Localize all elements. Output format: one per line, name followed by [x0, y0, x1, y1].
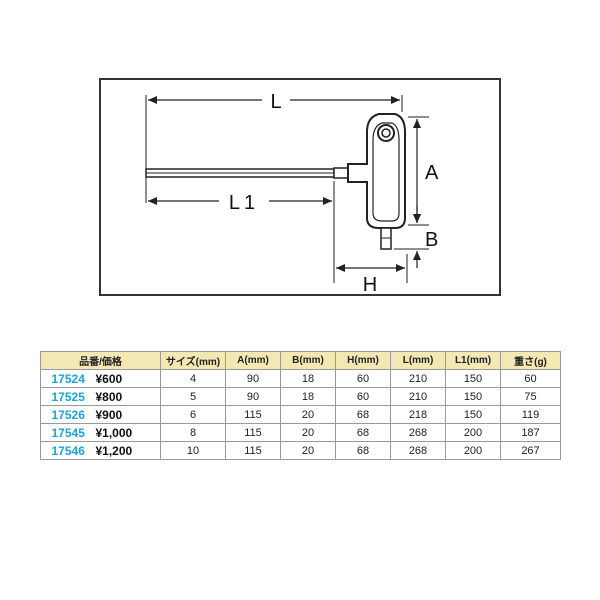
cell-a: 90 [225, 387, 281, 406]
cell-l: 268 [390, 423, 446, 442]
cell-a: 115 [225, 405, 281, 424]
cell-l1: 150 [445, 369, 501, 388]
table-row: 17546 ¥1,200 10 115 20 68 268 200 267 [40, 441, 561, 460]
cell-a: 115 [225, 423, 281, 442]
cell-l: 210 [390, 369, 446, 388]
cell-l1: 200 [445, 441, 501, 460]
cell-a: 90 [225, 369, 281, 388]
product-price: ¥1,000 [95, 425, 133, 440]
header-product: 品番/価格 [40, 351, 161, 370]
header-h: H(mm) [335, 351, 391, 370]
cell-l: 210 [390, 387, 446, 406]
table-row: 17545 ¥1,000 8 115 20 68 268 200 187 [40, 423, 561, 442]
product-code: 17524 [51, 371, 85, 386]
tool-diagram: L L1 A B H [99, 78, 501, 296]
cell-b: 20 [280, 423, 336, 442]
cell-h: 68 [335, 405, 391, 424]
cell-size: 5 [160, 387, 226, 406]
cell-h: 68 [335, 423, 391, 442]
header-size: サイズ(mm) [160, 351, 226, 370]
t-handle [347, 113, 406, 250]
product-code: 17546 [51, 443, 85, 458]
cell-l: 268 [390, 441, 446, 460]
cell-size: 8 [160, 423, 226, 442]
cell-l1: 200 [445, 423, 501, 442]
table-row: 17524 ¥600 4 90 18 60 210 150 60 [40, 369, 561, 388]
product-code: 17545 [51, 425, 85, 440]
product-price: ¥900 [95, 407, 123, 422]
cell-weight: 187 [500, 423, 561, 442]
product-code: 17526 [51, 407, 85, 422]
label-b: B [425, 229, 438, 251]
cell-l1: 150 [445, 387, 501, 406]
cell-size: 6 [160, 405, 226, 424]
product-price: ¥600 [95, 371, 123, 386]
cell-b: 18 [280, 369, 336, 388]
cell-weight: 119 [500, 405, 561, 424]
product-cell: 17545 ¥1,000 [40, 423, 161, 442]
cell-weight: 267 [500, 441, 561, 460]
cell-b: 20 [280, 405, 336, 424]
cell-size: 10 [160, 441, 226, 460]
cell-b: 18 [280, 387, 336, 406]
product-code: 17525 [51, 389, 85, 404]
header-l1: L1(mm) [445, 351, 501, 370]
label-l: L [270, 91, 281, 113]
product-price: ¥800 [95, 389, 123, 404]
cell-l1: 150 [445, 405, 501, 424]
cell-weight: 75 [500, 387, 561, 406]
product-cell: 17524 ¥600 [40, 369, 161, 388]
cell-h: 60 [335, 387, 391, 406]
table-row: 17525 ¥800 5 90 18 60 210 150 75 [40, 387, 561, 406]
cell-h: 68 [335, 441, 391, 460]
cell-b: 20 [280, 441, 336, 460]
label-a: A [425, 162, 439, 184]
table-header-row: 品番/価格 サイズ(mm) A(mm) B(mm) H(mm) L(mm) L1… [40, 351, 561, 370]
spec-table: 品番/価格 サイズ(mm) A(mm) B(mm) H(mm) L(mm) L1… [40, 351, 561, 460]
product-cell: 17546 ¥1,200 [40, 441, 161, 460]
cell-weight: 60 [500, 369, 561, 388]
diagram-svg: L L1 A B H [99, 78, 501, 296]
header-b: B(mm) [280, 351, 336, 370]
table-row: 17526 ¥900 6 115 20 68 218 150 119 [40, 405, 561, 424]
extension-lines [145, 95, 429, 283]
product-price: ¥1,200 [95, 443, 133, 458]
label-h: H [363, 274, 377, 296]
cell-l: 218 [390, 405, 446, 424]
product-cell: 17526 ¥900 [40, 405, 161, 424]
hex-key-shaft [145, 167, 349, 179]
label-l1: L1 [229, 192, 259, 214]
cell-h: 60 [335, 369, 391, 388]
cell-size: 4 [160, 369, 226, 388]
header-l: L(mm) [390, 351, 446, 370]
product-cell: 17525 ¥800 [40, 387, 161, 406]
diagram-frame [99, 78, 501, 296]
cell-a: 115 [225, 441, 281, 460]
header-a: A(mm) [225, 351, 281, 370]
header-weight: 重さ(g) [500, 351, 561, 370]
